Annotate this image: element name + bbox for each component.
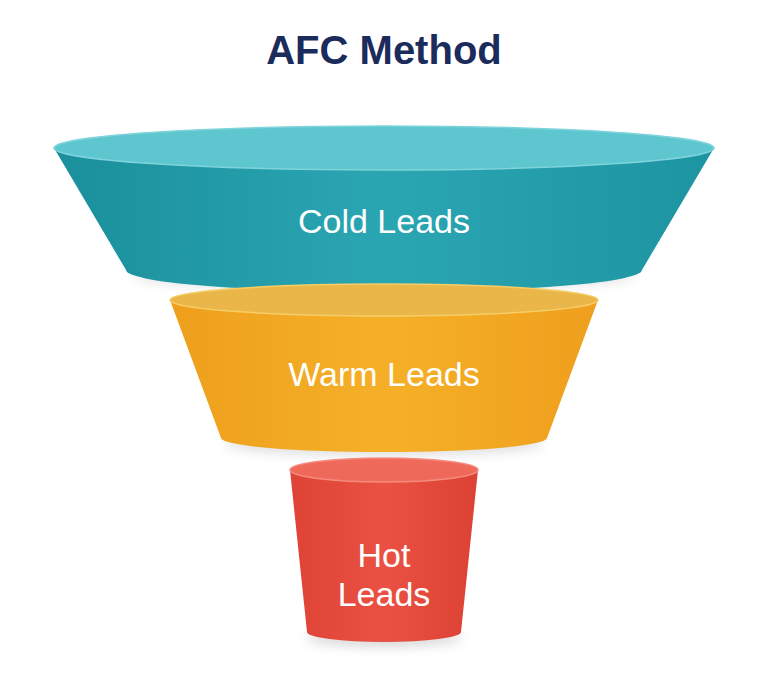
funnel-opening (64, 133, 704, 167)
funnel-stage: Cold Leads (54, 126, 714, 292)
funnel-rim (290, 458, 478, 482)
title: AFC Method (0, 28, 768, 73)
funnel-body (170, 284, 598, 452)
funnel-opening (180, 291, 588, 313)
funnel-opening (300, 465, 468, 479)
funnel-body (54, 126, 714, 292)
stage-label: Hot Leads (319, 536, 449, 614)
funnel-rim (54, 126, 714, 170)
funnel-stage: Warm Leads (170, 284, 598, 452)
funnel-stage: Hot Leads (290, 458, 478, 642)
funnel-body (290, 458, 478, 642)
funnel-rim (170, 284, 598, 316)
stage-label: Warm Leads (234, 355, 534, 394)
stage-label: Cold Leads (154, 202, 614, 241)
